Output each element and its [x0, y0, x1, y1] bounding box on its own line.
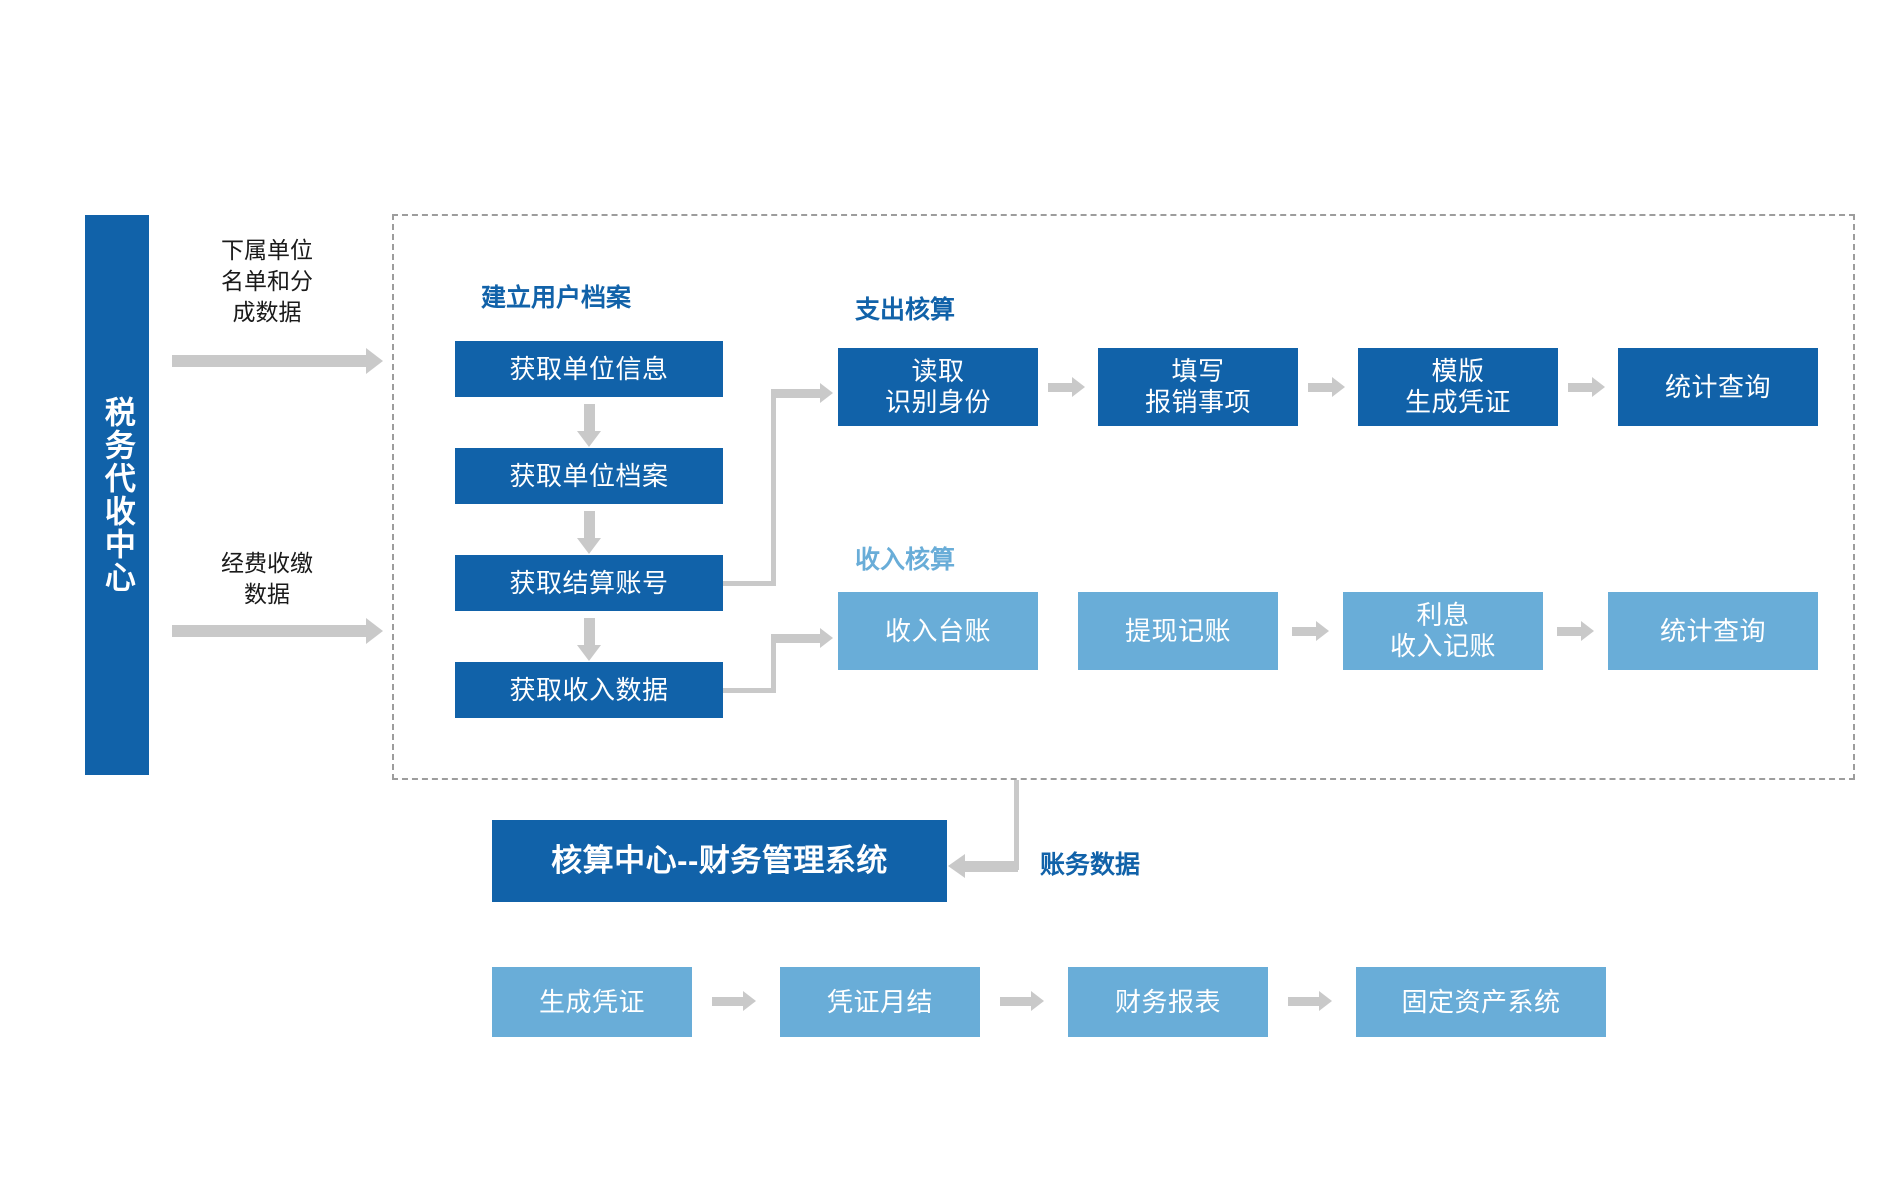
step-label: 获取收入数据 [509, 674, 669, 705]
step-凭证月结[interactable]: 凭证月结 [780, 967, 980, 1037]
step-label-line2: 收入记账 [1389, 631, 1496, 661]
accounting-arrow-3 [1288, 991, 1332, 1011]
elbow-income-h1 [723, 688, 776, 693]
accounting-arrow-2 [1000, 991, 1044, 1011]
step-label: 生成凭证 [538, 986, 645, 1017]
elbow-income-arrow [771, 628, 833, 648]
accounting-elbow-arrow [948, 854, 1018, 878]
inbound-arrow-1 [172, 348, 383, 374]
expense-arrow-1 [1048, 377, 1085, 397]
step-label-line1: 读取 [911, 356, 965, 387]
group-title-user-archive: 建立用户档案 [481, 284, 632, 312]
accounting-center-title: 核算中心--财务管理系统 [551, 842, 888, 878]
inbound-label-2: 经费收缴 数据 [221, 550, 313, 608]
accounting-elbow-v [1014, 780, 1019, 870]
archive-arrow-1 [577, 404, 601, 447]
step-label: 凭证月结 [826, 986, 933, 1017]
step-获取收入数据[interactable]: 获取收入数据 [455, 662, 723, 718]
org-banner-label: 税务代收中心 [99, 396, 135, 594]
accounting-incoming-label: 账务数据 [1040, 851, 1141, 879]
income-arrow-1 [1292, 621, 1329, 641]
step-统计查询-income[interactable]: 统计查询 [1608, 592, 1818, 670]
step-收入台账[interactable]: 收入台账 [838, 592, 1038, 670]
step-统计查询-expense[interactable]: 统计查询 [1618, 348, 1818, 426]
step-label-line1: 统计查询 [1659, 615, 1766, 646]
step-label-line1: 利息 [1416, 600, 1470, 631]
step-模版生成凭证[interactable]: 模版 生成凭证 [1358, 348, 1558, 426]
step-label-line1: 模版 [1431, 356, 1485, 387]
step-label: 获取单位档案 [509, 460, 669, 491]
step-label-line1: 填写 [1171, 356, 1225, 387]
step-获取单位信息[interactable]: 获取单位信息 [455, 341, 723, 397]
step-label: 固定资产系统 [1401, 986, 1561, 1017]
accounting-center-title-box[interactable]: 核算中心--财务管理系统 [492, 820, 947, 902]
step-label-line1: 收入台账 [884, 615, 991, 646]
step-label-line2: 报销事项 [1144, 387, 1251, 417]
elbow-expense-v [771, 392, 776, 584]
step-固定资产系统[interactable]: 固定资产系统 [1356, 967, 1606, 1037]
accounting-arrow-1 [712, 991, 756, 1011]
archive-arrow-2 [577, 511, 601, 554]
step-label: 获取单位信息 [509, 353, 669, 384]
step-获取结算账号[interactable]: 获取结算账号 [455, 555, 723, 611]
inbound-label-1: 下属单位 名单和分 成数据 [221, 237, 313, 326]
expense-arrow-2 [1308, 377, 1345, 397]
step-label: 获取结算账号 [509, 567, 669, 598]
step-读取识别身份[interactable]: 读取 识别身份 [838, 348, 1038, 426]
step-label-line2: 识别身份 [884, 387, 991, 417]
step-生成凭证[interactable]: 生成凭证 [492, 967, 692, 1037]
step-填写报销事项[interactable]: 填写 报销事项 [1098, 348, 1298, 426]
elbow-expense-h1 [723, 581, 776, 586]
income-arrow-2 [1557, 621, 1594, 641]
inbound-arrow-2 [172, 618, 383, 644]
archive-arrow-3 [577, 618, 601, 661]
step-label-line1: 统计查询 [1664, 371, 1771, 402]
elbow-income-v [771, 638, 776, 693]
step-提现记账[interactable]: 提现记账 [1078, 592, 1278, 670]
process-boundary [392, 214, 1855, 780]
step-财务报表[interactable]: 财务报表 [1068, 967, 1268, 1037]
expense-arrow-3 [1568, 377, 1605, 397]
group-title-income: 收入核算 [855, 546, 956, 574]
step-利息收入记账[interactable]: 利息 收入记账 [1343, 592, 1543, 670]
step-label-line2: 生成凭证 [1404, 387, 1511, 417]
elbow-expense-arrow [771, 383, 833, 403]
org-banner: 税务代收中心 [85, 215, 149, 775]
step-label: 财务报表 [1114, 986, 1221, 1017]
step-获取单位档案[interactable]: 获取单位档案 [455, 448, 723, 504]
group-title-expense: 支出核算 [855, 296, 956, 324]
step-label-line1: 提现记账 [1124, 615, 1231, 646]
